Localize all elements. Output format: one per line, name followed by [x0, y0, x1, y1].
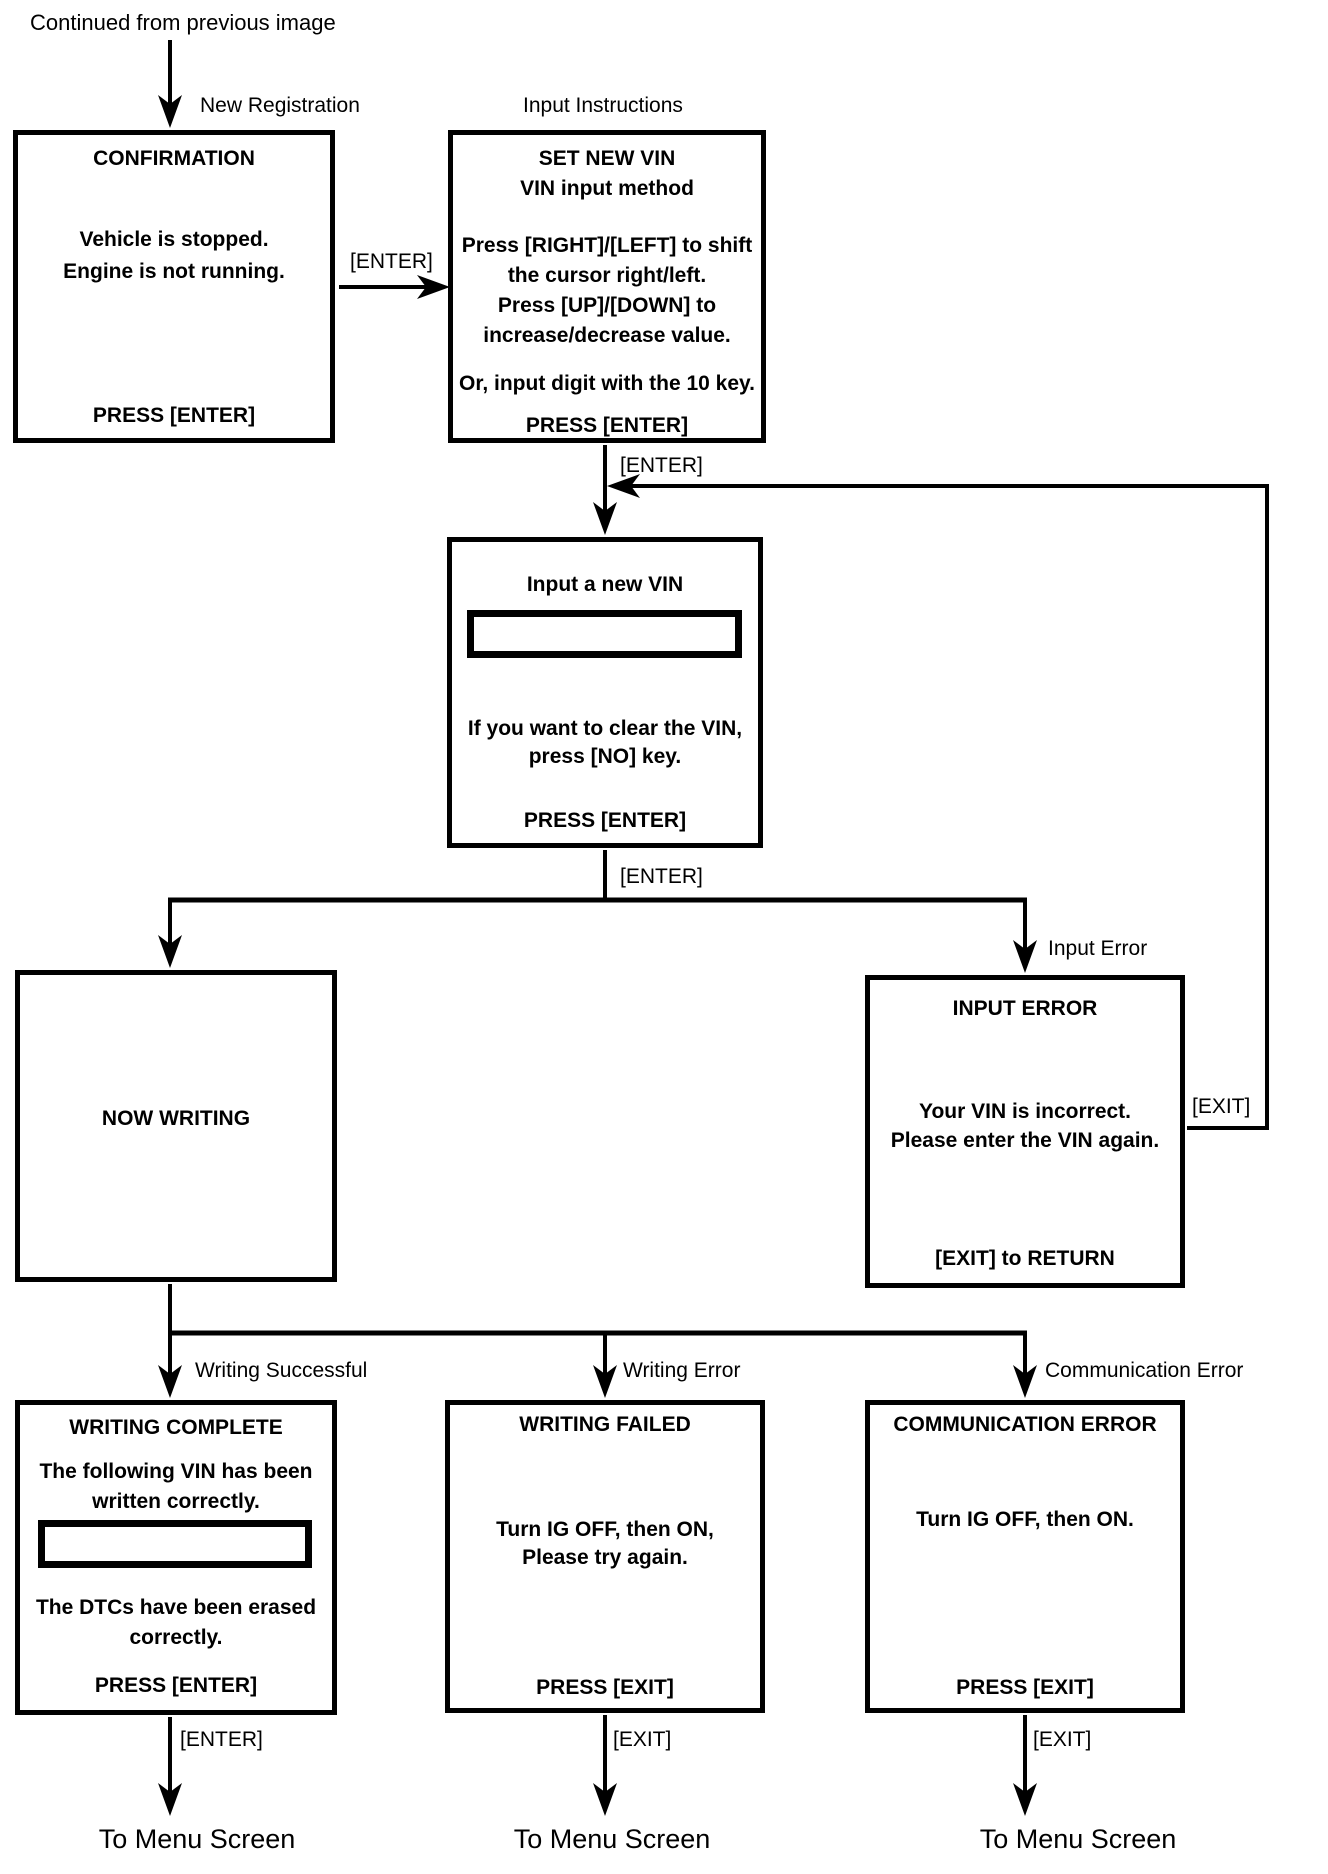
node-input-new-vin-body-line: If you want to clear the VIN,: [467, 717, 743, 740]
flow-label-writing-successful: Writing Successful: [195, 1359, 368, 1382]
edge-label-exit-return: [EXIT]: [1192, 1095, 1251, 1118]
node-confirmation-body-line: Vehicle is stopped.: [79, 228, 269, 251]
node-confirmation-footer: PRESS [ENTER]: [92, 404, 256, 427]
node-writing-failed: WRITING FAILED Turn IG OFF, then ON, Ple…: [445, 1400, 765, 1713]
node-writing-failed-footer: PRESS [EXIT]: [536, 1676, 674, 1699]
edge-continued-to-confirmation: [158, 40, 182, 128]
node-communication-error-footer: PRESS [EXIT]: [956, 1676, 1094, 1699]
node-input-error-title: INPUT ERROR: [952, 997, 1098, 1020]
node-writing-failed-body-line: Please try again.: [522, 1546, 688, 1569]
node-input-instructions-body-line: Press [UP]/[DOWN] to: [497, 294, 717, 317]
node-writing-complete-body-line: written correctly.: [92, 1490, 260, 1513]
node-input-new-vin: Input a new VIN If you want to clear the…: [447, 537, 763, 848]
node-writing-complete-body-line: The following VIN has been: [39, 1460, 313, 1483]
flow-label-input-instructions: Input Instructions: [523, 94, 683, 117]
edge-label-enter-3: [ENTER]: [620, 865, 703, 888]
edge-confirmation-to-instructions: [339, 275, 450, 299]
edge-label-enter-2: [ENTER]: [620, 454, 703, 477]
edge-label-enter-1: [ENTER]: [350, 250, 433, 273]
vin-result-field: [38, 1520, 312, 1568]
node-writing-complete: WRITING COMPLETE The following VIN has b…: [15, 1400, 337, 1715]
continued-from-previous-label: Continued from previous image: [30, 10, 336, 35]
node-input-instructions-subtitle: VIN input method: [520, 177, 694, 200]
node-input-error-body-line: Please enter the VIN again.: [890, 1129, 1160, 1152]
edge-failed-to-menu: [593, 1715, 617, 1816]
node-communication-error: COMMUNICATION ERROR Turn IG OFF, then ON…: [865, 1400, 1185, 1713]
node-input-instructions-body-line: the cursor right/left.: [507, 264, 707, 287]
edge-label-enter-menu: [ENTER]: [180, 1728, 263, 1751]
node-confirmation-title: CONFIRMATION: [93, 147, 255, 170]
node-confirmation-body-line: Engine is not running.: [63, 260, 285, 283]
node-input-new-vin-body-line: press [NO] key.: [528, 745, 682, 768]
edge-writing-to-results: [158, 1284, 1037, 1398]
to-menu-screen-label-left: To Menu Screen: [98, 1824, 296, 1854]
flow-label-writing-error: Writing Error: [623, 1359, 741, 1382]
flow-label-communication-error: Communication Error: [1045, 1359, 1244, 1382]
to-menu-screen-label-middle: To Menu Screen: [513, 1824, 711, 1854]
node-input-new-vin-title: Input a new VIN: [526, 573, 684, 596]
node-input-instructions: SET NEW VIN VIN input method Press [RIGH…: [448, 130, 766, 443]
node-input-new-vin-footer: PRESS [ENTER]: [523, 809, 687, 832]
node-input-error: INPUT ERROR Your VIN is incorrect. Pleas…: [865, 975, 1185, 1288]
node-input-error-body-line: Your VIN is incorrect.: [919, 1100, 1131, 1123]
node-communication-error-body-line: Turn IG OFF, then ON.: [916, 1508, 1134, 1531]
edge-complete-to-menu: [158, 1717, 182, 1816]
node-input-error-footer: [EXIT] to RETURN: [935, 1247, 1115, 1270]
node-writing-failed-body-line: Turn IG OFF, then ON,: [496, 1518, 714, 1541]
edge-input-to-split: [158, 850, 1037, 973]
edge-input-error-return: [607, 474, 1269, 1130]
node-input-instructions-body-line: increase/decrease value.: [483, 324, 731, 347]
node-input-instructions-title: SET NEW VIN: [538, 147, 676, 170]
flow-label-new-registration: New Registration: [200, 94, 360, 117]
vin-input-field: [467, 610, 742, 658]
to-menu-screen-label-right: To Menu Screen: [979, 1824, 1177, 1854]
node-input-instructions-note: Or, input digit with the 10 key.: [459, 372, 755, 395]
node-writing-failed-title: WRITING FAILED: [519, 1413, 691, 1436]
node-now-writing: NOW WRITING: [15, 970, 337, 1282]
node-input-instructions-footer: PRESS [ENTER]: [525, 414, 689, 437]
node-writing-complete-body-line: correctly.: [129, 1626, 223, 1649]
flow-label-input-error: Input Error: [1048, 937, 1148, 960]
node-now-writing-title: NOW WRITING: [101, 1107, 251, 1130]
node-input-instructions-body-line: Press [RIGHT]/[LEFT] to shift: [461, 234, 753, 257]
node-writing-complete-title: WRITING COMPLETE: [69, 1416, 283, 1439]
edge-comm-error-to-menu: [1013, 1715, 1037, 1816]
edge-label-exit-menu-1: [EXIT]: [613, 1728, 672, 1751]
node-writing-complete-body-line: The DTCs have been erased: [35, 1596, 317, 1619]
node-writing-complete-footer: PRESS [ENTER]: [94, 1674, 258, 1697]
edge-label-exit-menu-2: [EXIT]: [1033, 1728, 1092, 1751]
node-confirmation: CONFIRMATION Vehicle is stopped. Engine …: [13, 130, 335, 443]
node-communication-error-title: COMMUNICATION ERROR: [893, 1413, 1157, 1436]
edge-instructions-to-input: [593, 445, 617, 535]
